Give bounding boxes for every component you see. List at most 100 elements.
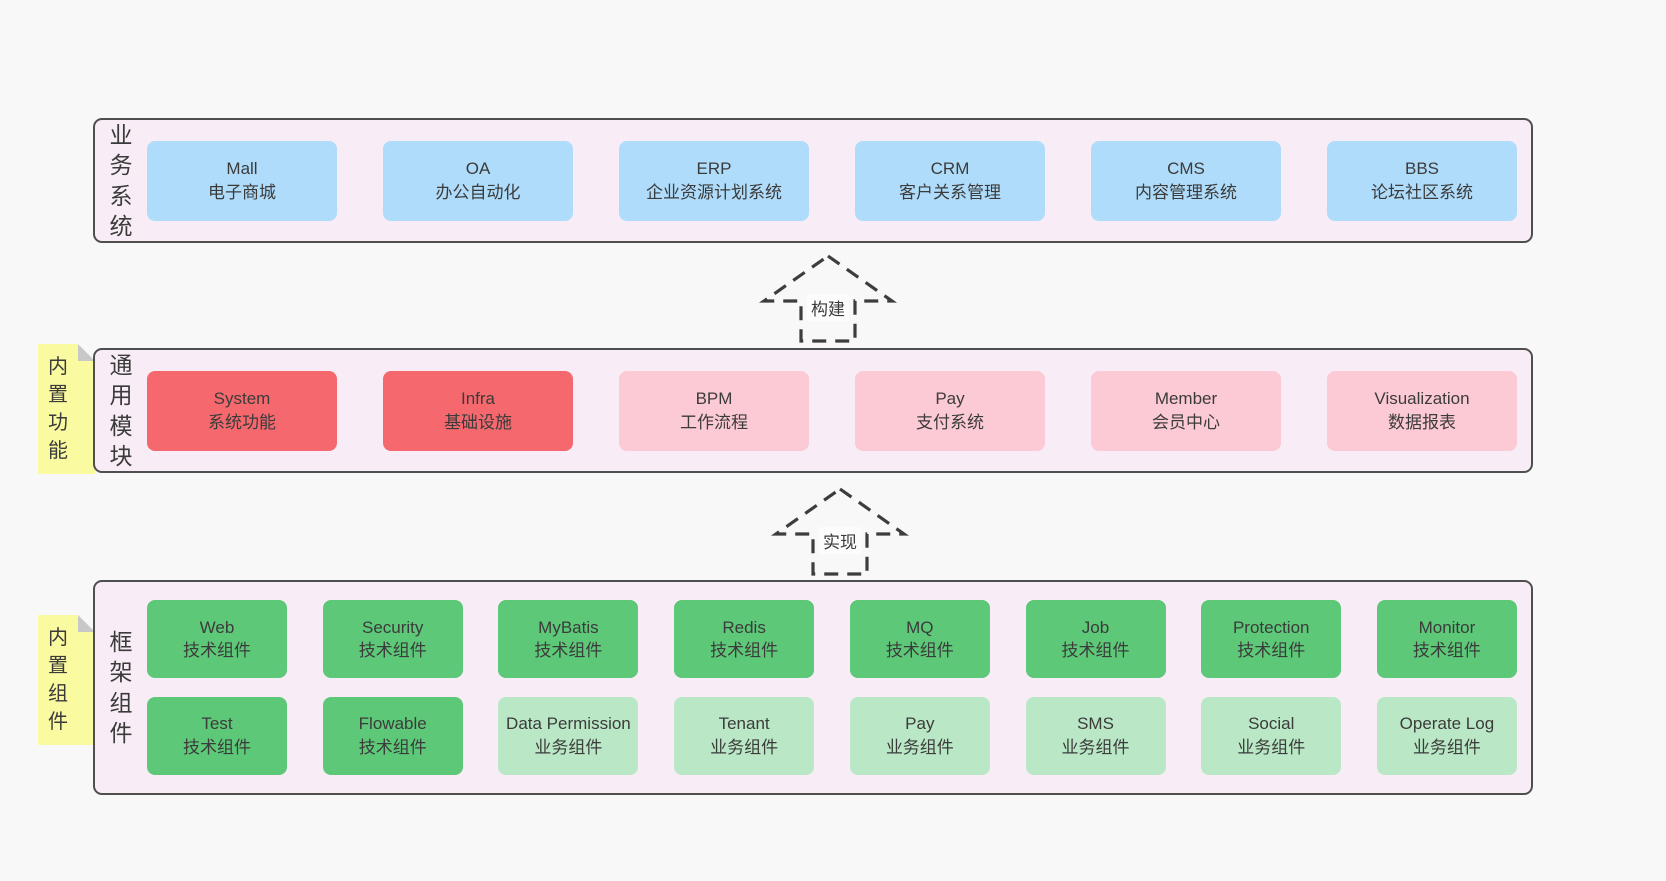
module-box-pay: Pay 业务组件 — [849, 696, 990, 775]
box-subtitle: 业务组件 — [1412, 737, 1481, 757]
box-title: Web — [199, 617, 235, 637]
module-box-flowable: Flowable 技术组件 — [322, 696, 463, 775]
box-title: CMS — [1167, 159, 1205, 179]
implement-arrow-label: 实现 — [819, 527, 861, 554]
box-title: Social — [1248, 714, 1295, 734]
layer-label-business-systems: 业务系统 — [95, 120, 147, 241]
module-box-test: Test 技术组件 — [147, 696, 287, 775]
layer-common-modules: 通用模块 System 系统功能 Infra 基础设施 BPM 工作流程 Pay 支付系统 Me… — [93, 348, 1533, 473]
module-box-web: Web 技术组件 — [147, 600, 287, 679]
box-title: Tenant — [718, 714, 770, 734]
module-box-monitor: Monitor 技术组件 — [1376, 600, 1517, 679]
box-title: Member — [1154, 389, 1218, 409]
module-box-bpm: BPM 工作流程 — [619, 370, 809, 451]
box-subtitle: 技术组件 — [1412, 641, 1481, 661]
module-box-member: Member 会员中心 — [1091, 370, 1281, 451]
box-subtitle: 会员中心 — [1152, 412, 1220, 432]
module-box-mybatis: MyBatis 技术组件 — [498, 600, 639, 679]
box-subtitle: 业务组件 — [534, 737, 603, 757]
module-box-tenant: Tenant 业务组件 — [674, 696, 815, 775]
box-subtitle: 业务组件 — [885, 737, 954, 757]
module-box-sms: SMS 业务组件 — [1025, 696, 1166, 775]
module-box-operate-log: Operate Log 业务组件 — [1376, 696, 1517, 775]
layer-label-text: 框架组件 — [109, 628, 133, 746]
box-subtitle: 技术组件 — [183, 641, 251, 661]
box-title: Pay — [935, 389, 965, 409]
box-title: ERP — [696, 159, 732, 179]
box-row: System 系统功能 Infra 基础设施 BPM 工作流程 Pay 支付系统 Member 会… — [147, 370, 1517, 451]
sticky-note-built-in-components: 内置组件 — [38, 615, 95, 745]
box-subtitle: 业务组件 — [1061, 737, 1130, 757]
layer-boxes: System 系统功能 Infra 基础设施 BPM 工作流程 Pay 支付系统 Member 会… — [147, 350, 1531, 471]
box-subtitle: 企业资源计划系统 — [646, 182, 782, 202]
layer-label-text: 通用模块 — [109, 351, 133, 469]
box-subtitle: 技术组件 — [183, 737, 251, 757]
box-title: Data Permission — [506, 714, 631, 734]
module-box-security: Security 技术组件 — [322, 600, 463, 679]
sticky-note-label: 内置组件 — [48, 627, 68, 733]
module-box-mall: Mall 电子商城 — [147, 140, 337, 221]
layer-label-framework-components: 框架组件 — [95, 582, 147, 793]
box-title: OA — [465, 159, 491, 179]
dashed-up-arrow-icon — [770, 487, 910, 576]
box-title: BPM — [695, 389, 733, 409]
box-title: MQ — [906, 617, 934, 637]
module-box-protection: Protection 技术组件 — [1201, 600, 1342, 679]
module-box-data-permission: Data Permission 业务组件 — [498, 696, 639, 775]
box-title: CRM — [930, 159, 970, 179]
box-subtitle: 论坛社区系统 — [1371, 182, 1473, 202]
module-box-job: Job 技术组件 — [1025, 600, 1166, 679]
module-box-pay: Pay 支付系统 — [855, 370, 1045, 451]
layer-label-common-modules: 通用模块 — [95, 350, 147, 471]
box-subtitle: 工作流程 — [680, 412, 748, 432]
box-subtitle: 办公自动化 — [435, 182, 521, 202]
box-subtitle: 技术组件 — [1237, 641, 1306, 661]
dashed-up-arrow-icon — [758, 254, 898, 343]
build-arrow-label: 构建 — [807, 294, 849, 321]
box-subtitle: 电子商城 — [208, 182, 276, 202]
box-subtitle: 技术组件 — [1061, 641, 1130, 661]
box-subtitle: 支付系统 — [916, 412, 984, 432]
module-box-cms: CMS 内容管理系统 — [1091, 140, 1281, 221]
box-subtitle: 业务组件 — [710, 737, 779, 757]
module-box-oa: OA 办公自动化 — [383, 140, 573, 221]
box-subtitle: 系统功能 — [208, 412, 276, 432]
module-box-bbs: BBS 论坛社区系统 — [1327, 140, 1517, 221]
box-title: System — [213, 389, 271, 409]
box-title: Pay — [905, 714, 935, 734]
box-subtitle: 技术组件 — [534, 641, 603, 661]
box-title: MyBatis — [538, 617, 599, 637]
box-title: Infra — [460, 389, 496, 409]
module-box-infra: Infra 基础设施 — [383, 370, 573, 451]
box-title: Visualization — [1374, 389, 1470, 409]
box-subtitle: 技术组件 — [358, 641, 427, 661]
box-subtitle: 基础设施 — [444, 412, 512, 432]
module-box-erp: ERP 企业资源计划系统 — [619, 140, 809, 221]
box-title: Mall — [226, 159, 258, 179]
layer-framework-components: 框架组件 Web 技术组件 Security 技术组件 MyBatis 技术组件 Redis… — [93, 580, 1533, 795]
sticky-note-built-in-features: 内置功能 — [38, 344, 95, 474]
box-title: Job — [1081, 617, 1110, 637]
box-title: Monitor — [1418, 617, 1476, 637]
box-subtitle: 技术组件 — [358, 737, 427, 757]
box-title: BBS — [1404, 159, 1440, 179]
box-title: Protection — [1232, 617, 1310, 637]
box-title: Test — [201, 714, 233, 734]
box-title: SMS — [1077, 714, 1114, 734]
box-subtitle: 内容管理系统 — [1135, 182, 1237, 202]
box-title: Security — [361, 617, 424, 637]
box-title: Operate Log — [1399, 714, 1495, 734]
layer-label-text: 业务系统 — [109, 121, 133, 239]
sticky-note-label: 内置功能 — [48, 356, 68, 462]
box-title: Flowable — [358, 714, 427, 734]
